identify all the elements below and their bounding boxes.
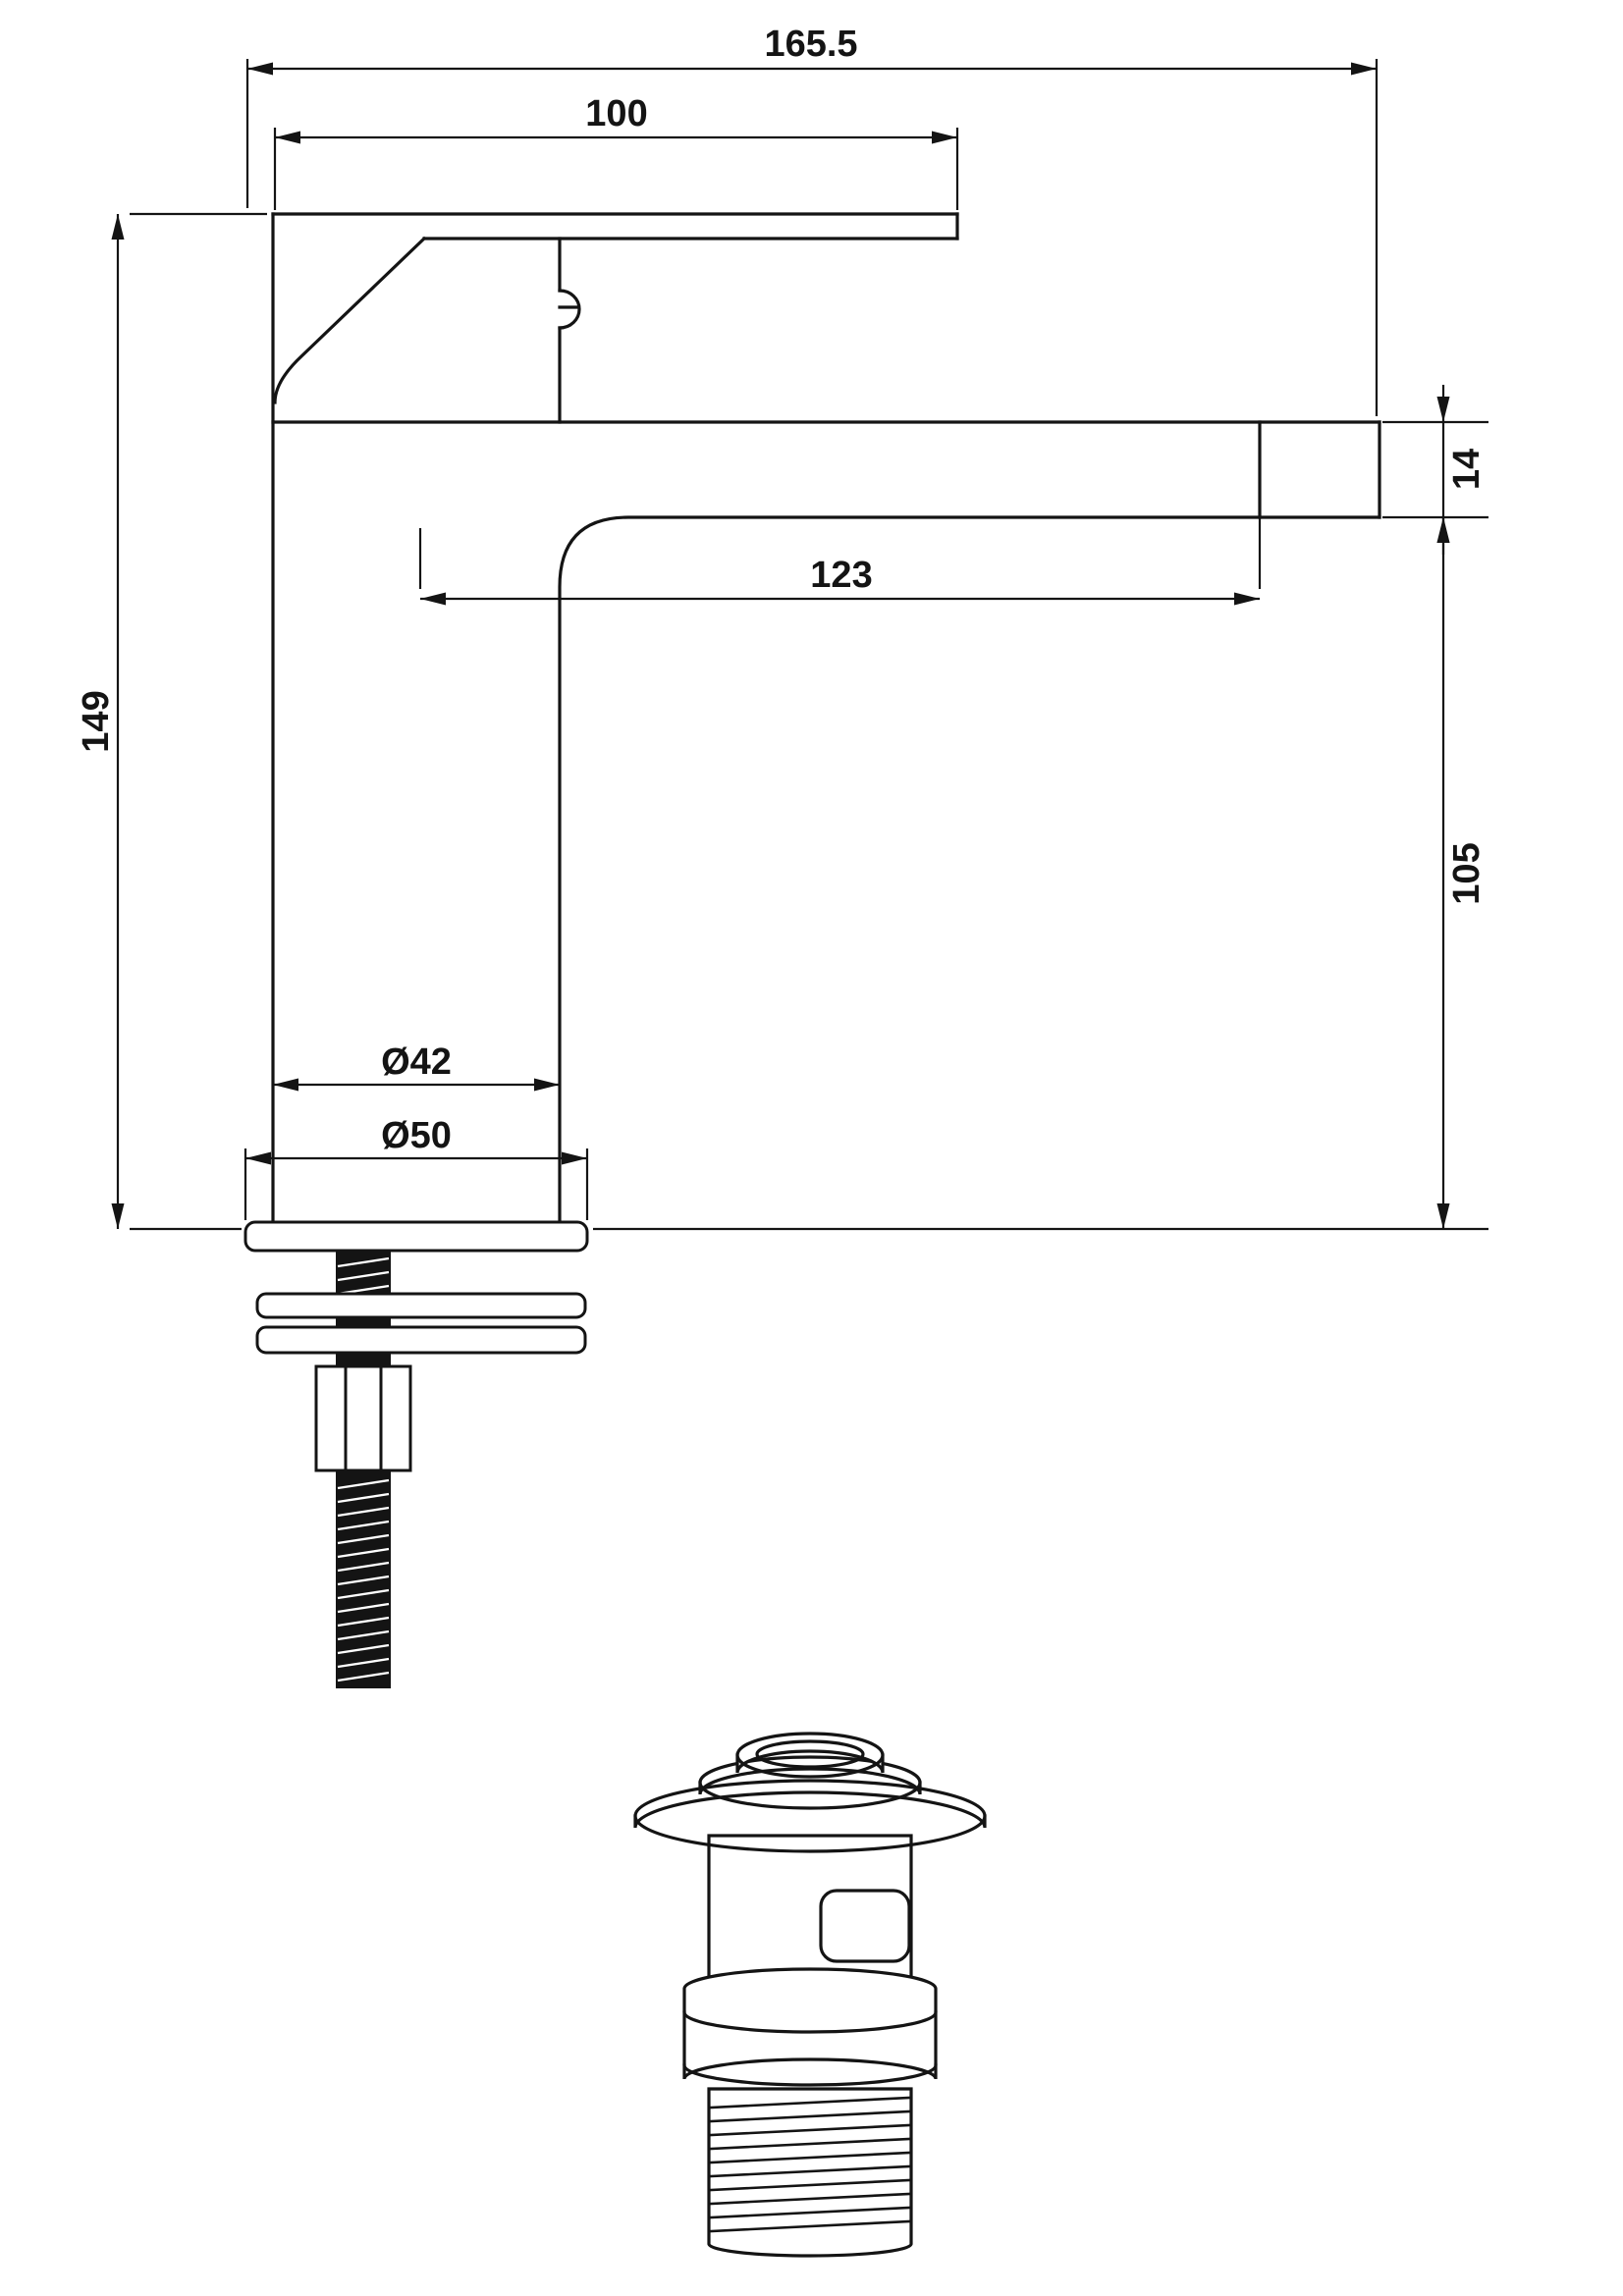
basin-waste-view — [633, 1732, 987, 2258]
dim-body-diameter: Ø42 — [273, 1041, 560, 1092]
dim-spout-reach: 123 — [418, 422, 1262, 606]
dim-base-to-spout: 105 — [593, 517, 1488, 1231]
fixing-nut — [314, 1364, 412, 1472]
waste-flange-front-rim — [633, 1814, 987, 1853]
stud-thread-lines-lower — [337, 1478, 390, 1682]
dim-overall-depth: 165.5 — [245, 24, 1379, 416]
dim-spout-tip-height-label: 14 — [1446, 449, 1488, 490]
dim-overall-depth-label: 165.5 — [764, 24, 857, 65]
lower-washer — [255, 1325, 587, 1355]
dim-overall-height-label: 149 — [76, 690, 117, 752]
waste-cap-brim — [698, 1755, 922, 1795]
dim-base-diameter-label: Ø50 — [381, 1115, 452, 1156]
dim-overall-height: 149 — [76, 212, 267, 1231]
waste-flange — [633, 1779, 987, 1829]
dim-handle-length-label: 100 — [585, 93, 647, 134]
base-flange — [243, 1220, 589, 1253]
dim-spout-tip-height: 14 — [1382, 385, 1488, 555]
backnut-ridge-upper — [682, 2010, 938, 2034]
dim-body-diameter-label: Ø42 — [381, 1041, 452, 1083]
dimension-annotations: 165.5 100 14 123 — [76, 24, 1488, 1231]
grub-screw-detail — [558, 289, 581, 330]
dim-spout-reach-label: 123 — [810, 555, 872, 596]
overflow-slot — [819, 1889, 911, 1963]
waste-push-button-front-rim — [735, 1753, 885, 1779]
spout-bottom-and-column-edge — [558, 515, 1381, 1224]
dim-base-diameter: Ø50 — [243, 1115, 589, 1220]
dim-base-to-spout-label: 105 — [1446, 842, 1488, 904]
backnut-ridge-lower — [682, 2063, 938, 2087]
body-slant-edge — [273, 236, 427, 404]
waste-backnut — [682, 1967, 938, 2080]
waste-cap-brim-front-rim — [698, 1781, 922, 1810]
waste-thread-lines — [709, 2096, 911, 2233]
mounting-hardware — [243, 1220, 589, 1688]
upper-washer — [255, 1292, 587, 1319]
dim-handle-length: 100 — [273, 93, 959, 210]
waste-push-button-inner-ring — [755, 1739, 865, 1769]
